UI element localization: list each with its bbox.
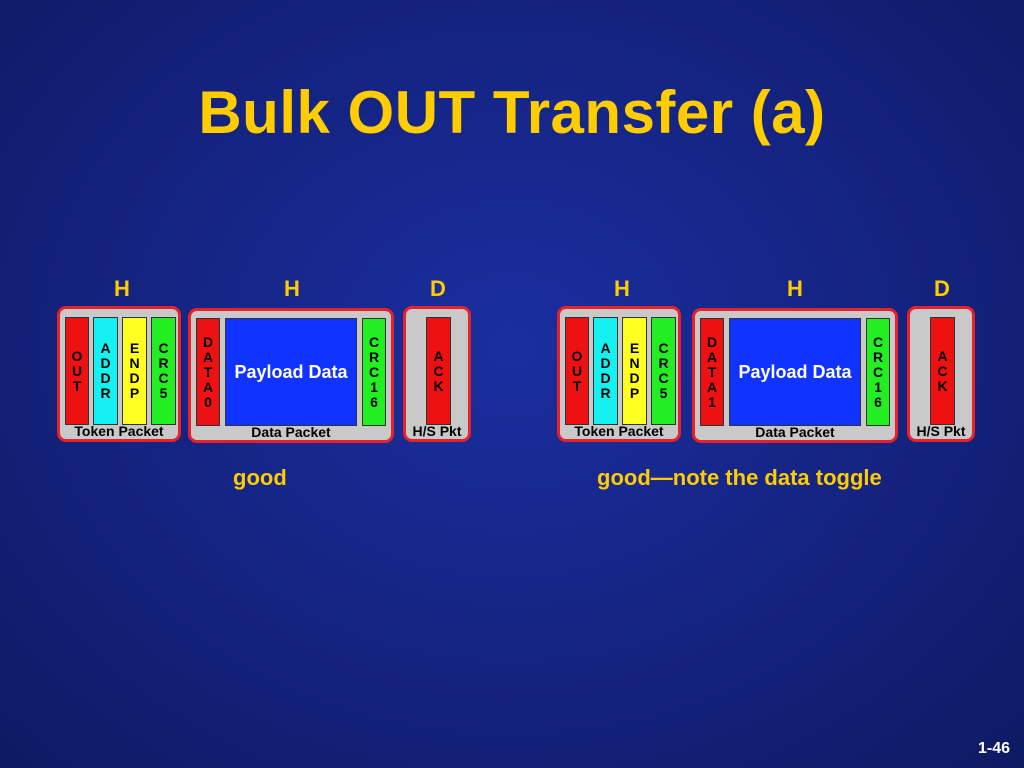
token-packet: O U T A D D R E N D P C R C 5 Token Pack… [57,306,181,442]
crc5-field: C R C 5 [651,317,676,425]
direction-label-token: H [614,276,630,301]
handshake-packet-label: H/S Pkt [412,423,462,439]
token-packet-label: Token Packet [74,423,164,439]
payload-field: Payload Data [225,318,357,426]
data-packet-label: Data Packet [251,424,331,440]
pid-field-out: O U T [565,317,589,425]
transfer-caption: good [233,465,287,490]
page-number: 1-46 [977,740,1010,757]
transfer-caption: good—note the data toggle [597,465,882,490]
crc5-field: C R C 5 [151,317,176,425]
handshake-packet: A C K H/S Pkt [907,306,975,442]
addr-field: A D D R [593,317,618,425]
pid-field-out: O U T [65,317,89,425]
token-packet-label: Token Packet [574,423,664,439]
handshake-packet-label: H/S Pkt [916,423,966,439]
crc16-field: C R C 1 6 [362,318,386,426]
direction-label-handshake: D [934,276,950,301]
pid-field-ack: A C K [426,317,451,425]
pid-field-data1: D A T A 1 [700,318,724,426]
endp-field: E N D P [122,317,147,425]
token-packet: O U T A D D R E N D P C R C 5 Token Pack… [557,306,681,442]
direction-label-data: H [787,276,803,301]
direction-label-token: H [114,276,130,301]
pid-field-ack: A C K [930,317,955,425]
addr-field: A D D R [93,317,118,425]
pid-field-data0: D A T A 0 [196,318,220,426]
data-packet: D A T A 1 Payload Data C R C 1 6 Data Pa… [692,308,898,443]
endp-field: E N D P [622,317,647,425]
handshake-packet: A C K H/S Pkt [403,306,471,442]
direction-label-data: H [284,276,300,301]
payload-field: Payload Data [729,318,861,426]
crc16-field: C R C 1 6 [866,318,890,426]
slide-title: Bulk OUT Transfer (a) [198,79,826,146]
data-packet-label: Data Packet [755,424,835,440]
direction-label-handshake: D [430,276,446,301]
data-packet: D A T A 0 Payload Data C R C 1 6 Data Pa… [188,308,394,443]
